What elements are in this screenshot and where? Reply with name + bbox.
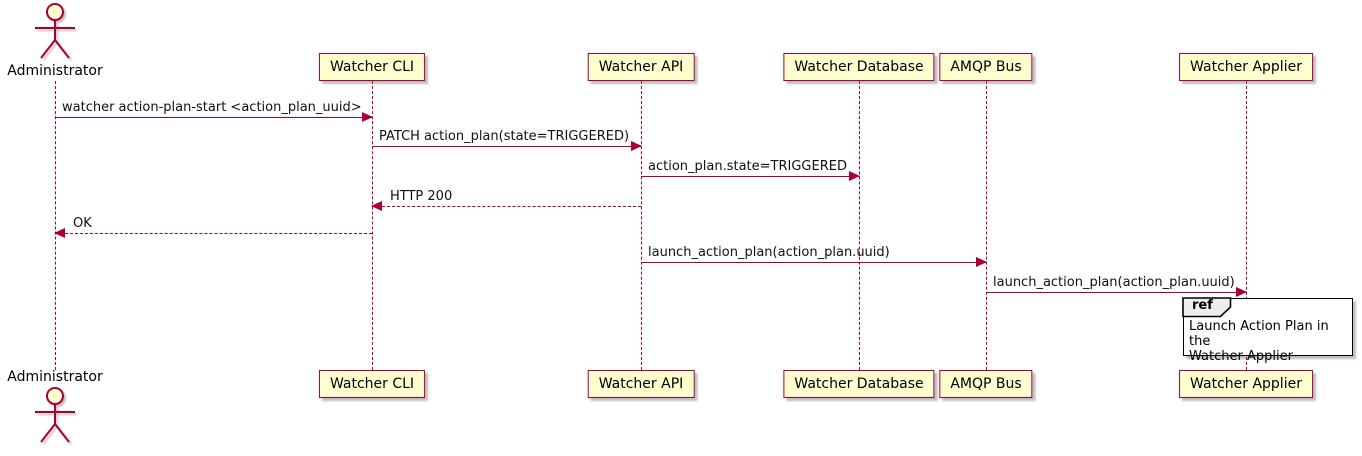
arrowhead-icon (976, 257, 987, 267)
lifeline (372, 81, 373, 370)
message-label: launch_action_plan(action_plan.uuid) (993, 275, 1235, 290)
message-label: HTTP 200 (390, 189, 453, 204)
lifeline (55, 81, 56, 370)
ref-tab-label: ref (1191, 298, 1213, 314)
lifeline (641, 81, 642, 370)
participant-watcher-database: Watcher Database (783, 370, 935, 398)
message-line (986, 292, 1246, 293)
ref-text: Launch Action Plan in the Watcher Applie… (1189, 319, 1329, 364)
message-label: PATCH action_plan(state=TRIGGERED) (379, 129, 630, 144)
lifeline (1246, 81, 1247, 370)
lifeline (986, 81, 987, 370)
actor-icon (35, 3, 75, 59)
actor-icon (35, 387, 75, 443)
arrowhead-icon (849, 171, 860, 181)
participant-amqp-bus: AMQP Bus (939, 53, 1033, 81)
participant-watcher-database: Watcher Database (783, 53, 935, 81)
message-label: OK (73, 216, 92, 231)
actor-label-bottom: Administrator (7, 369, 103, 385)
participant-watcher-cli: Watcher CLI (318, 53, 426, 81)
participant-watcher-api: Watcher API (587, 370, 695, 398)
ref-fragment: ref Launch Action Plan in the Watcher Ap… (1182, 297, 1353, 364)
message-line (372, 206, 641, 207)
arrowhead-icon (362, 112, 373, 122)
participant-watcher-api: Watcher API (587, 53, 695, 81)
arrowhead-icon (54, 228, 65, 238)
participant-watcher-applier: Watcher Applier (1179, 370, 1313, 398)
actor-label-top: Administrator (7, 63, 103, 79)
message-line (55, 233, 372, 234)
message-label: watcher action-plan-start <action_plan_u… (62, 100, 362, 115)
actor-administrator-top (29, 2, 81, 66)
message-label: action_plan.state=TRIGGERED (648, 159, 847, 174)
message-line (641, 176, 859, 177)
arrowhead-icon (1236, 287, 1247, 297)
lifeline (859, 81, 860, 370)
ref-tab-shape (1182, 297, 1232, 318)
message-line (641, 262, 986, 263)
message-line (372, 146, 641, 147)
ref-tab: ref (1182, 297, 1232, 318)
participant-amqp-bus: AMQP Bus (939, 370, 1033, 398)
arrowhead-icon (371, 201, 382, 211)
participant-watcher-applier: Watcher Applier (1179, 53, 1313, 81)
message-label: launch_action_plan(action_plan.uuid) (648, 245, 890, 260)
arrowhead-icon (631, 141, 642, 151)
actor-administrator-bottom (29, 386, 81, 450)
participant-watcher-cli: Watcher CLI (318, 370, 426, 398)
message-line (55, 117, 372, 118)
